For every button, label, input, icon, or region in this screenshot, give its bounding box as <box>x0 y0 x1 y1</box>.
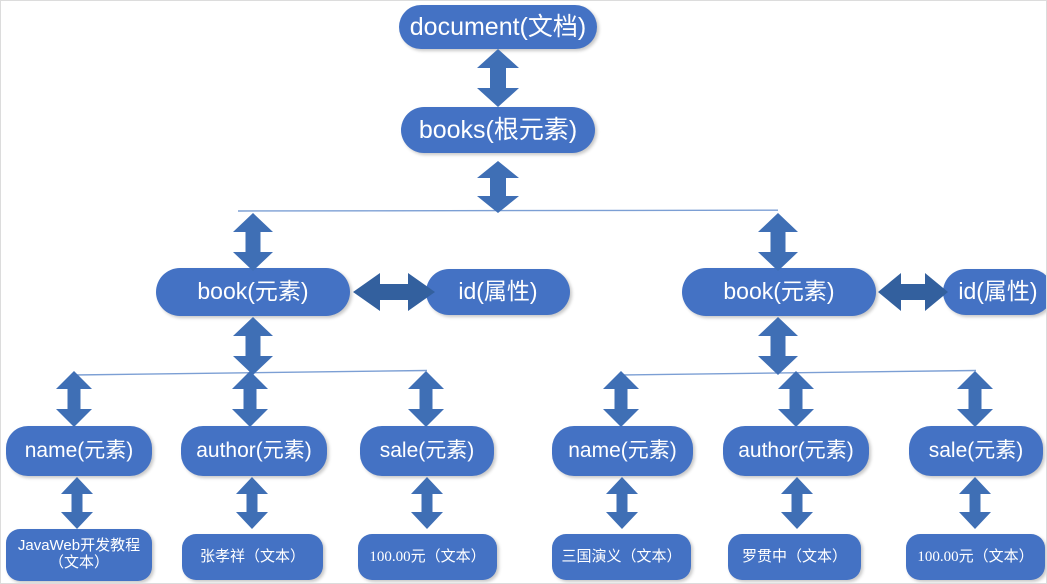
arrow-bus-to-author-left <box>232 371 268 427</box>
arrow-book-left-down <box>233 317 273 375</box>
node-id-left[interactable]: id(属性) <box>426 269 570 315</box>
arrow-bus-to-author-right <box>778 371 814 427</box>
arrow-author-right-text <box>781 477 813 529</box>
node-author-left[interactable]: author(元素) <box>181 426 327 476</box>
node-text-name-left[interactable]: JavaWeb开发教程 （文本） <box>6 529 152 581</box>
node-text-name-left-line1: JavaWeb开发教程 <box>17 537 141 555</box>
node-text-author-right[interactable]: 罗贯中（文本） <box>728 534 861 580</box>
node-text-sale-right[interactable]: 100.00元（文本） <box>906 534 1045 580</box>
node-book-left[interactable]: book(元素) <box>156 268 350 316</box>
arrow-bus-to-sale-left <box>408 371 444 427</box>
node-sale-right[interactable]: sale(元素) <box>909 426 1043 476</box>
node-text-name-right[interactable]: 三国演义（文本） <box>552 534 691 580</box>
arrow-document-books <box>477 49 519 107</box>
node-text-author-left[interactable]: 张孝祥（文本） <box>182 534 323 580</box>
arrow-book-left-id <box>353 269 435 315</box>
node-name-left[interactable]: name(元素) <box>6 426 152 476</box>
arrow-sale-right-text <box>959 477 991 529</box>
arrow-books-down <box>477 161 519 213</box>
node-sale-left[interactable]: sale(元素) <box>360 426 494 476</box>
node-books-root[interactable]: books(根元素) <box>401 107 595 153</box>
node-book-right[interactable]: book(元素) <box>682 268 876 316</box>
arrow-author-left-text <box>236 477 268 529</box>
node-document[interactable]: document(文档) <box>399 5 597 49</box>
connector-book-right-children <box>621 369 976 377</box>
arrow-book-right-id <box>878 269 948 315</box>
connector-books-to-books-row <box>238 209 778 213</box>
arrow-book-right-down <box>758 317 798 375</box>
node-text-sale-left[interactable]: 100.00元（文本） <box>358 534 497 580</box>
node-author-right[interactable]: author(元素) <box>723 426 869 476</box>
arrow-bus-to-book-right <box>758 213 798 271</box>
arrow-bus-to-sale-right <box>957 371 993 427</box>
node-text-name-left-line2: （文本） <box>48 555 109 571</box>
arrow-sale-left-text <box>411 477 443 529</box>
arrow-bus-to-book-left <box>233 213 273 271</box>
node-name-right[interactable]: name(元素) <box>552 426 693 476</box>
arrow-name-left-text <box>61 477 93 529</box>
node-id-right[interactable]: id(属性) <box>943 269 1046 315</box>
arrow-name-right-text <box>606 477 638 529</box>
arrow-bus-to-name-right <box>603 371 639 427</box>
arrow-bus-to-name-left <box>56 371 92 427</box>
